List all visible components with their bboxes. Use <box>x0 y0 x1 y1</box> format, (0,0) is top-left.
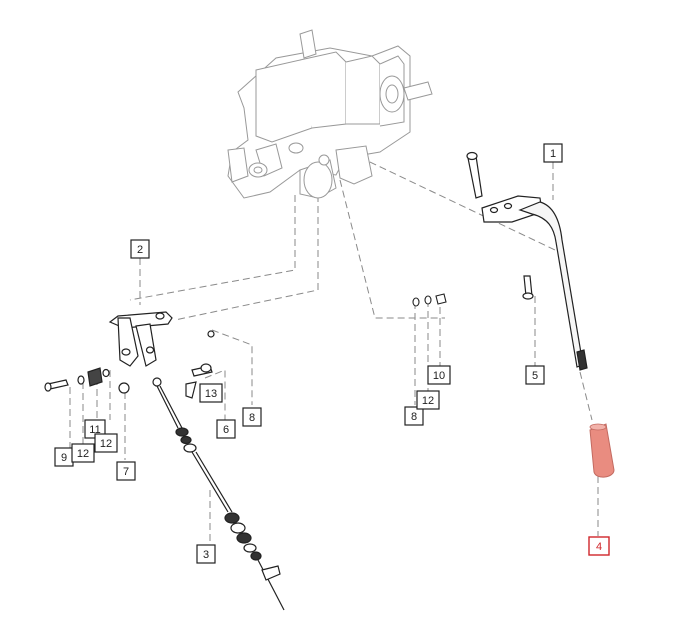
leader-line <box>211 329 253 405</box>
callout-8-right: 8 <box>404 406 424 426</box>
callout-label: 3 <box>203 549 209 561</box>
callout-label: 13 <box>205 388 217 400</box>
callout-4-highlighted: 4 <box>588 536 610 556</box>
part-1-lever-arm <box>466 151 588 371</box>
leader-line <box>339 179 445 319</box>
part-4-knob <box>589 423 615 478</box>
callout-label: 12 <box>77 448 89 460</box>
callout-label: 12 <box>422 395 434 407</box>
callout-7: 7 <box>116 461 136 481</box>
callout-6: 6 <box>216 419 236 439</box>
callout-label: 5 <box>532 370 538 382</box>
callout-12-c: 12 <box>416 390 440 410</box>
callout-label: 2 <box>137 244 143 256</box>
callout-9: 9 <box>54 447 74 467</box>
part-3-cable <box>152 377 285 611</box>
callout-label: 7 <box>123 466 129 478</box>
callout-label: 10 <box>433 370 445 382</box>
callout-12-a: 12 <box>71 443 95 463</box>
leader-line <box>174 195 319 321</box>
callout-label: 11 <box>89 424 100 436</box>
callout-8-left: 8 <box>242 407 262 427</box>
callout-label: 8 <box>411 411 417 423</box>
callout-label: 8 <box>249 412 255 424</box>
callout-label: 6 <box>223 424 229 436</box>
callout-10: 10 <box>427 365 451 385</box>
callout-label: 9 <box>61 452 67 464</box>
leader-line <box>129 195 296 301</box>
leader-line <box>329 142 556 251</box>
hardware-washers <box>412 293 447 307</box>
callout-2: 2 <box>130 239 150 259</box>
callout-3: 3 <box>196 544 216 564</box>
callout-labels: 1 2 3 4 5 6 7 8 <box>54 143 610 564</box>
callout-label: 12 <box>100 438 112 450</box>
callout-13: 13 <box>199 383 223 403</box>
part-2-pedal-bracket <box>44 311 215 399</box>
callout-label: 4 <box>596 541 602 553</box>
assembly-leader-lines <box>69 142 599 545</box>
callout-label: 1 <box>550 148 556 160</box>
callout-12-b: 12 <box>94 433 118 453</box>
frame-assembly <box>227 29 433 199</box>
callout-5: 5 <box>525 365 545 385</box>
callout-1: 1 <box>543 143 563 163</box>
leader-line <box>579 371 593 421</box>
